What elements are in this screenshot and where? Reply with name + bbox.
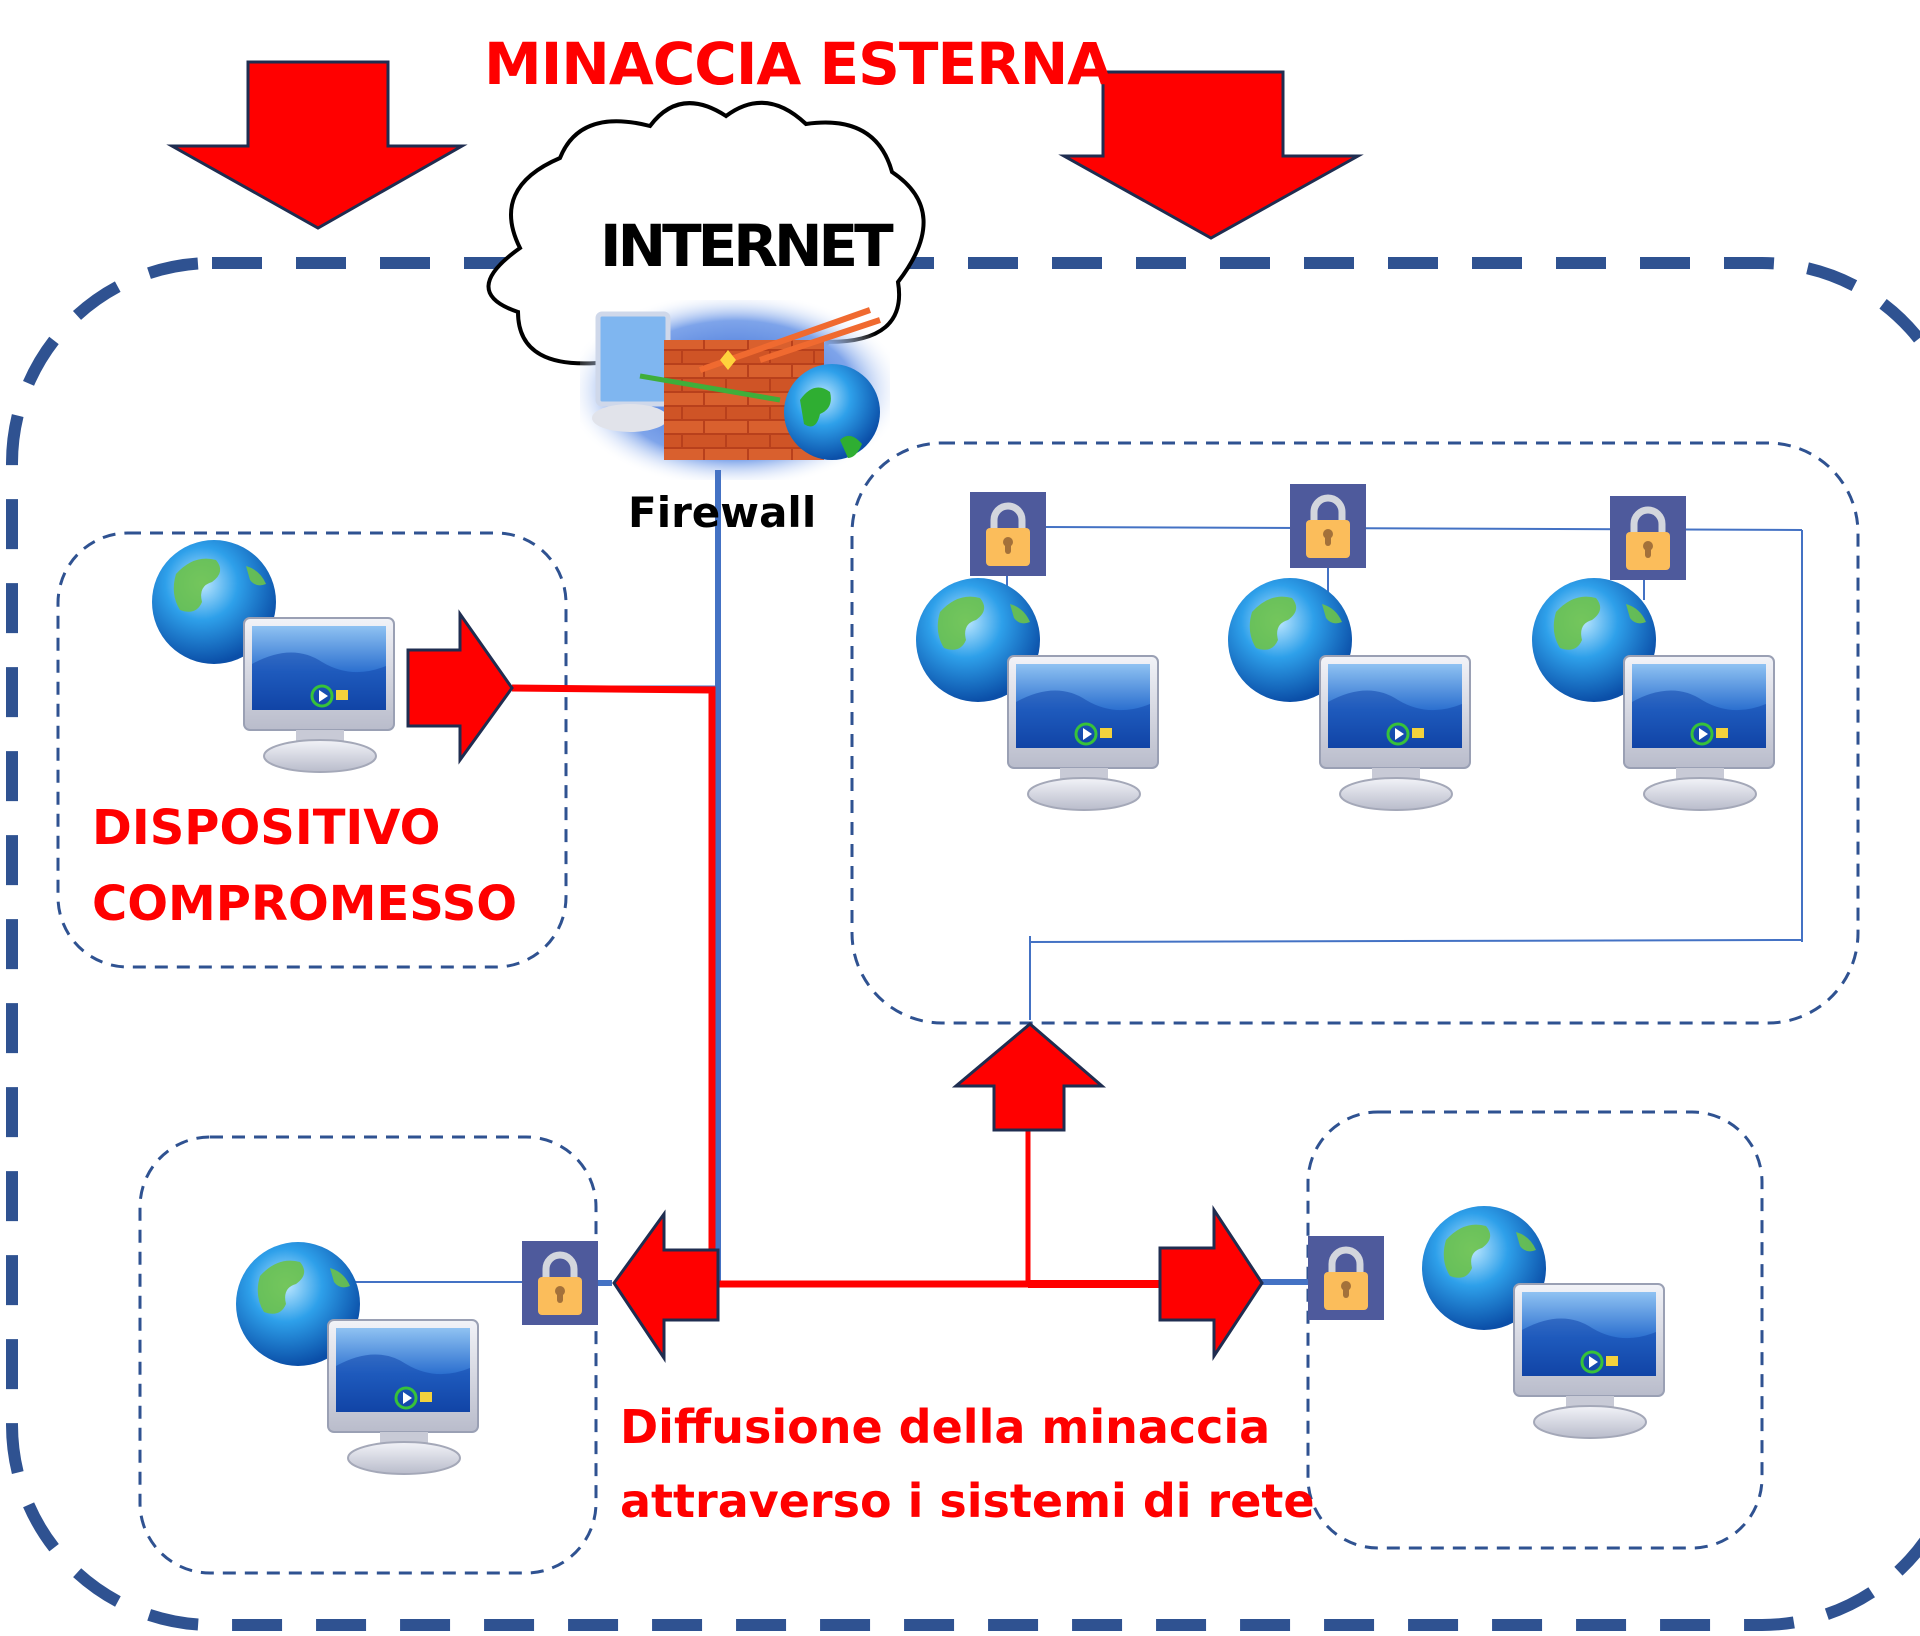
title: MINACCIA ESTERNA	[484, 30, 1112, 98]
spread-caption-line1: Diffusione della minaccia	[620, 1400, 1271, 1454]
lock-icon-3	[1610, 496, 1686, 580]
segment-bottom-left	[138, 1135, 598, 1575]
firewall-label: Firewall	[628, 488, 817, 537]
spread-caption-line2: attraverso i sistemi di rete	[620, 1474, 1315, 1528]
lock-icon-2	[1290, 484, 1366, 568]
segment-compromised	[56, 531, 568, 969]
internet-label: INTERNET	[600, 212, 894, 280]
threat-arrow-up	[951, 1022, 1107, 1132]
compromised-device-line2: COMPROMESSO	[92, 876, 518, 932]
computer-icon-bottom-left	[234, 1240, 480, 1476]
threat-path	[511, 684, 1168, 1288]
spread-caption: Diffusione della minaccia attraverso i s…	[620, 1390, 1315, 1538]
threat-arrow-right-compromised	[406, 609, 514, 765]
computer-icon-3	[1530, 576, 1776, 812]
lock-icon-bottom-left	[522, 1241, 598, 1325]
compromised-device-label: DISPOSITIVO COMPROMESSO	[92, 790, 517, 942]
threat-arrow-right	[1158, 1204, 1264, 1362]
compromised-device-line1: DISPOSITIVO	[92, 800, 441, 856]
computer-icon-bottom-right	[1420, 1204, 1666, 1440]
lock-icon-1	[970, 492, 1046, 576]
segment-bottom-right	[1306, 1110, 1764, 1550]
compromised-computer-icon	[150, 538, 396, 774]
computer-icon-1	[914, 576, 1160, 812]
threat-arrow-left	[612, 1209, 720, 1363]
computer-icon-2	[1226, 576, 1472, 812]
segment-top-right	[850, 441, 1860, 1025]
threat-arrow-down-left	[166, 60, 468, 230]
network-perimeter	[6, 257, 1920, 1631]
firewall-icon	[580, 300, 890, 480]
lock-icon-bottom-right	[1308, 1236, 1384, 1320]
threat-arrow-down-right	[1058, 70, 1364, 240]
